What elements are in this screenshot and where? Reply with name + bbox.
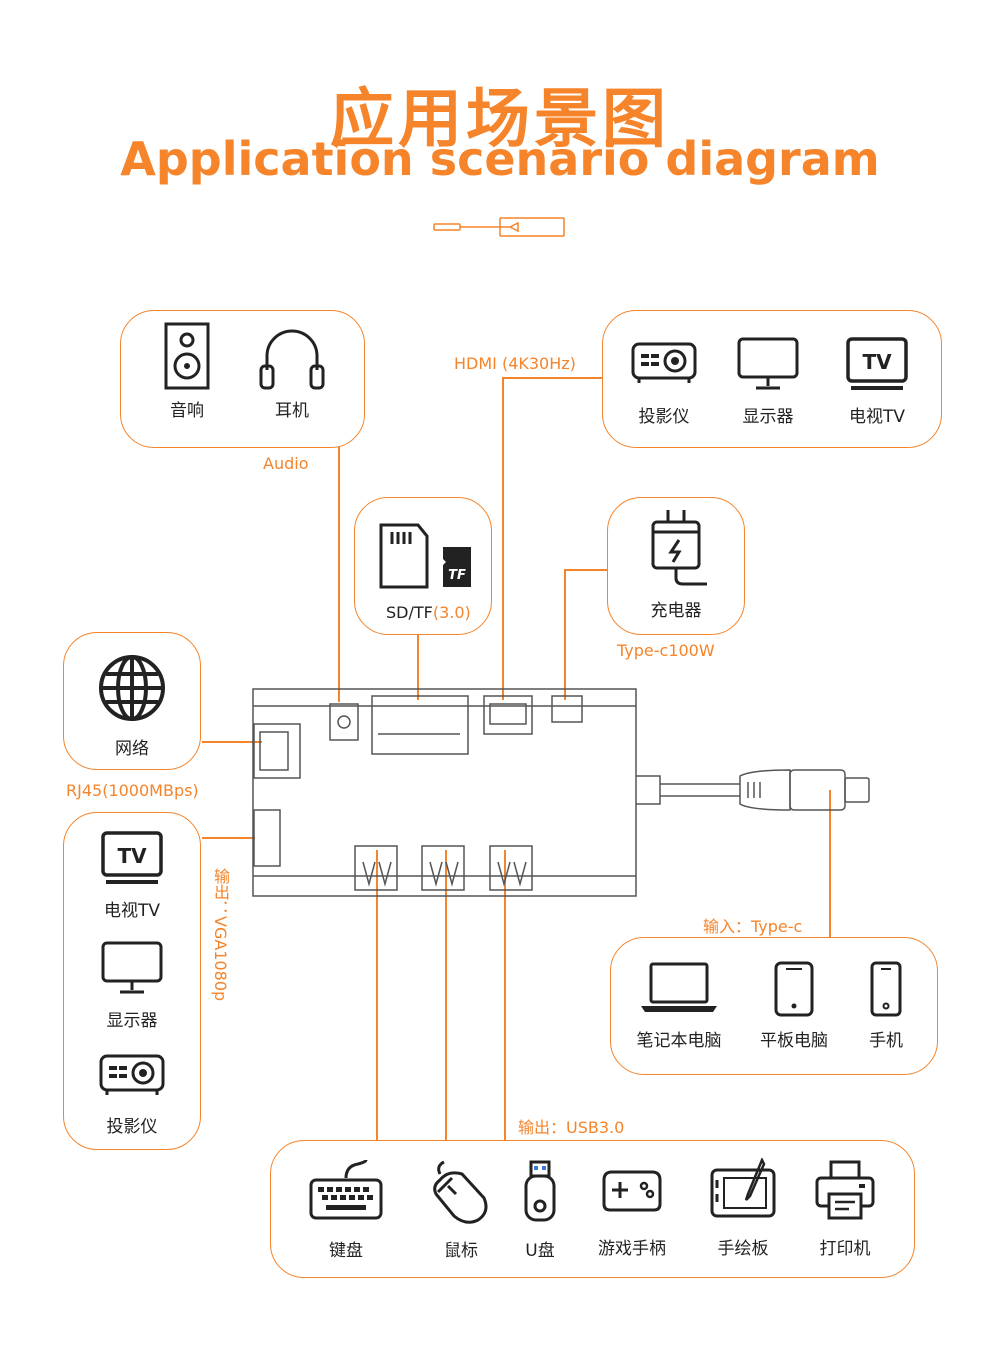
- cable-ornament-icon: [433, 217, 565, 237]
- usb-item-printer: 打印机: [790, 1158, 900, 1259]
- hdmi-item-tv: TV 电视TV: [822, 336, 932, 427]
- input-caption: 输入：Type-c: [703, 917, 803, 936]
- hdmi-item-monitor: 显示器: [713, 336, 823, 427]
- network-caption: RJ45(1000MBps): [66, 781, 199, 800]
- charger-icon: [651, 510, 707, 586]
- svg-text:TV: TV: [862, 350, 892, 374]
- vga-item-monitor: 显示器: [77, 940, 187, 1031]
- printer-icon: [815, 1160, 875, 1220]
- projector-icon: [99, 1054, 165, 1095]
- svg-text:TV: TV: [117, 844, 147, 868]
- usb-drive-icon: [524, 1160, 556, 1222]
- gamepad-icon: [602, 1170, 662, 1212]
- tablet-icon: [774, 961, 814, 1017]
- audio-item-headphones: 耳机: [237, 322, 347, 421]
- mouse-icon: [433, 1160, 488, 1224]
- audio-caption: Audio: [263, 454, 309, 473]
- keyboard-icon: [309, 1159, 383, 1220]
- phone-icon: [870, 961, 902, 1017]
- tv-icon: TV: [846, 337, 908, 390]
- input-item-phone: 手机: [831, 960, 941, 1051]
- svg-text:TF: TF: [448, 568, 466, 583]
- network-item: 网络: [77, 654, 187, 759]
- tv-icon: TV: [101, 831, 163, 884]
- audio-item-speaker: 音响: [132, 322, 242, 421]
- usb-devices-box: [270, 1140, 915, 1278]
- usb-c-hub-device: [252, 688, 870, 897]
- speaker-icon: [164, 322, 210, 390]
- vga-item-tv: TV 电视TV: [77, 830, 187, 921]
- monitor-icon: [101, 941, 163, 994]
- drawing-tablet-icon: [710, 1158, 776, 1218]
- input-item-laptop: 笔记本电脑: [624, 960, 734, 1051]
- usb-item-drawing-tablet: 手绘板: [688, 1158, 798, 1259]
- sd-tf-label: SD/TF(3.0): [386, 603, 471, 622]
- globe-icon: [99, 655, 165, 721]
- usb-caption: 输出：USB3.0: [518, 1118, 625, 1137]
- page-title-english: Application scenario diagram: [120, 132, 880, 186]
- charger-item: 充电器: [621, 508, 731, 621]
- charger-caption: Type-c100W: [617, 641, 715, 660]
- usb-item-gamepad: 游戏手柄: [577, 1158, 687, 1259]
- hdmi-caption: HDMI (4K30Hz): [454, 354, 576, 373]
- usb-item-keyboard: 键盘: [291, 1158, 401, 1261]
- page-title-chinese: 应用场景图: [330, 83, 670, 157]
- usb-item-usb-drive: U盘: [485, 1158, 595, 1261]
- sd-card-icon: [379, 523, 429, 589]
- monitor-icon: [737, 337, 799, 390]
- hdmi-item-projector: 投影仪: [609, 336, 719, 427]
- headphones-icon: [259, 329, 325, 390]
- tf-card-icon: TF: [443, 547, 471, 587]
- projector-icon: [631, 342, 697, 383]
- charger-box: [607, 497, 745, 635]
- input-item-tablet: 平板电脑: [739, 960, 849, 1051]
- laptop-icon: [641, 962, 717, 1012]
- usb-item-mouse: 鼠标: [406, 1158, 516, 1261]
- vga-item-projector: 投影仪: [77, 1048, 187, 1137]
- vga-caption: 输出：VGA1080p: [211, 868, 230, 1002]
- hdmi-devices-box: [602, 310, 942, 448]
